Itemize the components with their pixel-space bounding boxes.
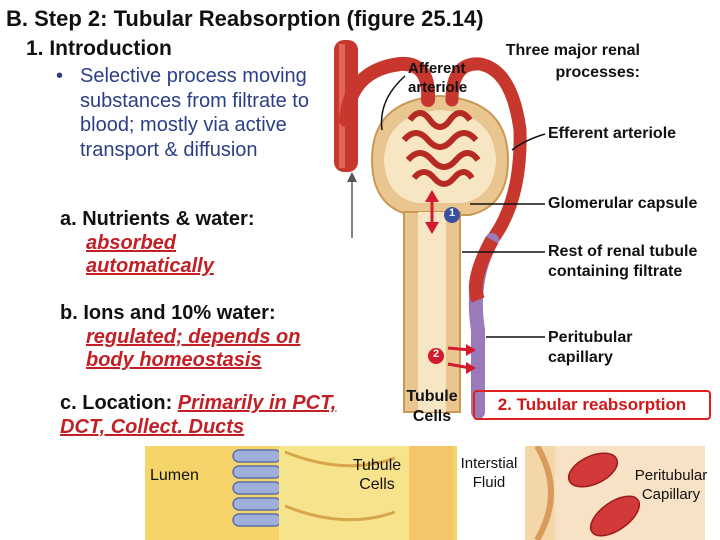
tubule-cells-label-top: Tubule Cells xyxy=(406,388,458,425)
step-2-marker xyxy=(428,348,444,364)
interstitial-fluid-label: Interstial Fluid xyxy=(460,455,518,491)
step-1-number: 1 xyxy=(448,207,456,219)
microvilli xyxy=(232,449,282,527)
inset-tubule-cells-label: Tubule Cells xyxy=(352,457,402,493)
intro-heading: 1. Introduction xyxy=(26,37,172,60)
renal-tubule-label: Rest of renal tubule containing filtrate xyxy=(548,243,698,280)
item-a: a. Nutrients & water: absorbed automatic… xyxy=(60,208,320,279)
peritubular-capillary-label: Peritubular capillary xyxy=(548,329,633,366)
item-a-detail: absorbed automatically xyxy=(86,231,214,278)
red-blood-cells xyxy=(567,452,641,537)
step-2-number: 2 xyxy=(432,348,440,360)
efferent-label: Efferent arteriole xyxy=(548,125,677,142)
item-b-head: b. Ions and 10% water: xyxy=(60,302,276,324)
item-b-detail: regulated; depends on body homeostasis xyxy=(86,325,301,372)
capsule-space xyxy=(384,110,496,203)
item-c-detail: Primarily in PCT, DCT, Collect. Ducts xyxy=(60,392,337,438)
item-c: c. Location: Primarily in PCT, DCT, Coll… xyxy=(60,392,350,439)
item-c-head: c. Location: xyxy=(60,392,173,414)
glomerular-capsule-label: Glomerular capsule xyxy=(548,195,698,212)
tubular-reabsorption-box: 2. Tubular reabsorption xyxy=(473,390,711,420)
figure-heading: Three major renal processes: xyxy=(505,42,640,81)
efferent-vessel xyxy=(445,57,527,247)
item-b: b. Ions and 10% water: regulated; depend… xyxy=(60,302,360,373)
item-a-head: a. Nutrients & water: xyxy=(60,208,255,230)
lumen-label: Lumen xyxy=(150,467,199,484)
intro-bullet-text: Selective process moving substances from… xyxy=(80,65,309,161)
inset-peritubular-capillary-label: Peritubular Capillary xyxy=(634,467,708,503)
afferent-label: Afferent arteriole xyxy=(408,60,468,96)
leader-lines xyxy=(380,75,546,338)
step-1-marker xyxy=(444,207,460,223)
bullet-dot: • xyxy=(56,65,64,87)
glomerulus xyxy=(401,110,481,187)
slide-title: B. Step 2: Tubular Reabsorption (figure … xyxy=(6,6,484,31)
reabsorption-inset xyxy=(145,446,705,540)
